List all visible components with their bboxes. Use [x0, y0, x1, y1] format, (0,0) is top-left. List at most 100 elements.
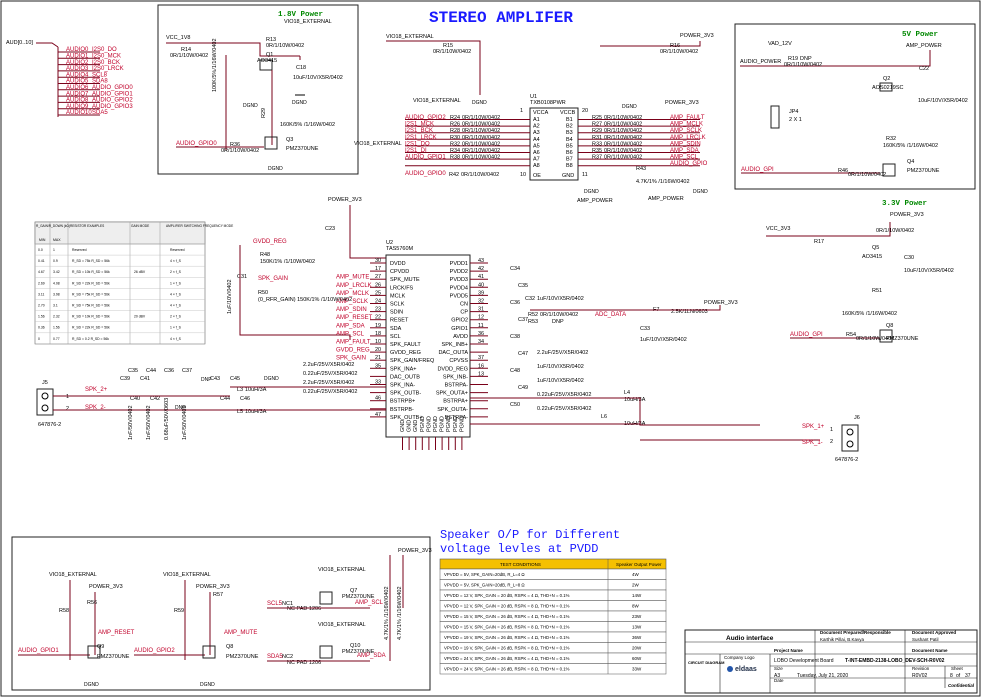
nc1-value: NC PAD 1206: [287, 606, 321, 612]
audio-gpi-net-2: AUDIO_GPI: [790, 332, 823, 338]
amp-cref-l-4: C43: [210, 376, 220, 382]
u2-rnum-7: 12: [478, 315, 484, 321]
l3-ref: L3: [237, 387, 243, 393]
u2-rpin-18: SPK_OUTA-: [437, 407, 468, 413]
j6-part: 647876-2: [835, 457, 858, 463]
u2-bpin-4: PGND: [426, 416, 432, 432]
amp-cref-r-7: C49: [518, 385, 528, 391]
u2-lpin-6: SDIN: [390, 310, 403, 316]
gain-cell-3-4: 1 × f_S: [170, 281, 182, 285]
gain-cell-2-3: 26 dBV: [134, 270, 146, 274]
b-net-7: AUDIO_GPIO: [670, 161, 708, 167]
rr-ref-4: R33: [592, 141, 602, 147]
buffer-vio-label3: VIO18_EXTERNAL: [354, 141, 402, 147]
u2-lpin-7: RESET: [390, 318, 409, 324]
q7-part: PMZ370UNE: [342, 594, 375, 600]
r50-value: (0_RFR_GAIN) 150K/1% /1/10W/0402: [258, 297, 352, 303]
gain-cell-6-4: 2 × f_S: [170, 315, 182, 319]
q2-ref: Q2: [883, 76, 890, 82]
u2-rpin-14: SPK_INB-: [443, 374, 468, 380]
b-net-2: AMP_SCLK: [670, 128, 702, 134]
spk-table-h1: Speaker Output Power: [616, 562, 662, 567]
speaker-table-title-1: Speaker O/P for Different: [440, 528, 620, 542]
r16-value: 0R/1/10W/0402: [660, 49, 698, 55]
gnd-label: DGND: [268, 166, 283, 172]
rr-ref-2: R29: [592, 128, 602, 134]
u1-pin-a5: A5: [533, 143, 540, 149]
r13-ref: R13: [266, 37, 276, 43]
jp4-header: [770, 105, 780, 129]
amp-pwr-label2: POWER_3V3: [704, 300, 738, 306]
gain-sub-max: MAX: [53, 238, 61, 242]
amp-cref-l-1: C40: [130, 396, 140, 402]
vio-label-b2: VIO18_EXTERNAL: [163, 572, 211, 578]
u1-vcca: VCCA: [533, 110, 549, 116]
u2-lpin-10: SPK_FAULT: [390, 342, 421, 348]
u2-lpin-19: SPK_OUTB+: [390, 415, 423, 421]
nc2-value: NC PAD 1206: [287, 660, 321, 666]
amp-cref-r-5: C47: [518, 351, 528, 357]
spk-row-2-cond: VPVDD = 12 V, SPK_GAIN = 20 dB, RSPK = 4…: [444, 593, 570, 598]
speaker-table-title-2: voltage levles at PVDD: [440, 542, 598, 556]
q2-part: AOS0219SC: [872, 85, 904, 91]
gnd-label: DGND: [243, 103, 258, 109]
l4-value: 10uH/3A: [624, 397, 646, 403]
amp-cref-r-1: C35: [518, 283, 528, 289]
q8-part: PMZ370UNE: [886, 336, 919, 342]
pwr-3v3-label: POWER_3V3: [890, 212, 924, 218]
bus-net-5: AUDIO5: [66, 79, 89, 85]
u2-lnum-9: 18: [375, 331, 381, 337]
u1-pin-b8: B8: [566, 163, 573, 169]
j5-connector[interactable]: [36, 388, 54, 416]
u2-rnum-13: 16: [478, 363, 484, 369]
sheet-title: Audio interface: [726, 635, 774, 642]
spk-cap-val-0: 1nF/50V/0402: [128, 405, 134, 440]
u2-ref: U2: [386, 240, 393, 246]
gain-cell-8-0: 0: [38, 337, 40, 341]
amp-cap-l-3: 0.22uF/25V/X5R/0402: [303, 389, 357, 395]
amp-power-label-top: AMP_POWER: [577, 198, 613, 204]
oe-net: AUDIO_GPIO0: [405, 171, 446, 177]
r43-value: 4.7K/1% /1/16W/0402: [636, 179, 690, 185]
logo-icon: [727, 666, 733, 672]
u2-rnum-12: 37: [478, 355, 484, 361]
j6-pin1: 1: [830, 427, 833, 433]
amp-cref-r-6: C48: [510, 368, 520, 374]
gain-cell-5-2: R_SD = 75k R_SD = 56k: [72, 304, 110, 308]
amp-scl-net: AMP_SCL: [355, 600, 384, 606]
r13-value: 0R/1/10W/0402: [266, 43, 304, 49]
spk-row-1-cond: VPVDD = 5V, SPK_GAIN=20dB, R_L=8 Ω: [444, 583, 525, 588]
amp-net-3: AMP_LRCLK: [336, 283, 372, 289]
j6-connector[interactable]: [841, 424, 859, 452]
power-5v-frame: [734, 23, 976, 190]
l3-value: 10uH/3A: [245, 387, 267, 393]
gain-cell-8-1: 0.77: [53, 337, 60, 341]
u2-rnum-10: 34: [478, 339, 484, 345]
amp-left-nets: AMP_MUTEAMP_LRCLKAMP_MCLKAMP_SCLKAMP_SDI…: [336, 275, 373, 362]
u2-rpin-0: PVDD1: [450, 261, 468, 267]
gnd-label: DGND: [693, 189, 708, 195]
rl-val-5: 0R/1/10W/0402: [462, 148, 500, 154]
u2-rpin-17: BSTRPA+: [443, 399, 468, 405]
gvdd-net: GVDD_REG: [253, 239, 287, 245]
u2-rnum-4: 39: [478, 290, 484, 296]
vio-label-b4: VIO18_EXTERNAL: [318, 622, 366, 628]
u1-pin-a7: A7: [533, 157, 540, 163]
u2-rnum-2: 41: [478, 274, 484, 280]
q4-part: PMZ370UNE: [907, 168, 940, 174]
rr-val-3: 0R/1/10W/0402: [604, 135, 642, 141]
bus-target-9: AUDIO_GPIO3: [92, 104, 133, 110]
buffer-pwr-label: POWER_3V3: [680, 33, 714, 39]
rl-val-0: 0R/1/10W/0402: [462, 115, 500, 121]
bus-net-6: AUDIO6: [66, 85, 89, 91]
spk-cap-val-1: 1nF/50V/0402: [146, 405, 152, 440]
date-label: Date: [774, 678, 784, 683]
spk-row-8-cond: VPVDD = 24 V, SPK_GAIN = 26 dB, RSPK = 4…: [444, 656, 570, 661]
gain-cell-1-1: 0.9: [53, 259, 58, 263]
u1-pin-a6: A6: [533, 150, 540, 156]
doc-name-label: Document Name: [912, 648, 948, 653]
gain-cell-5-4: 4 × f_S: [170, 304, 182, 308]
